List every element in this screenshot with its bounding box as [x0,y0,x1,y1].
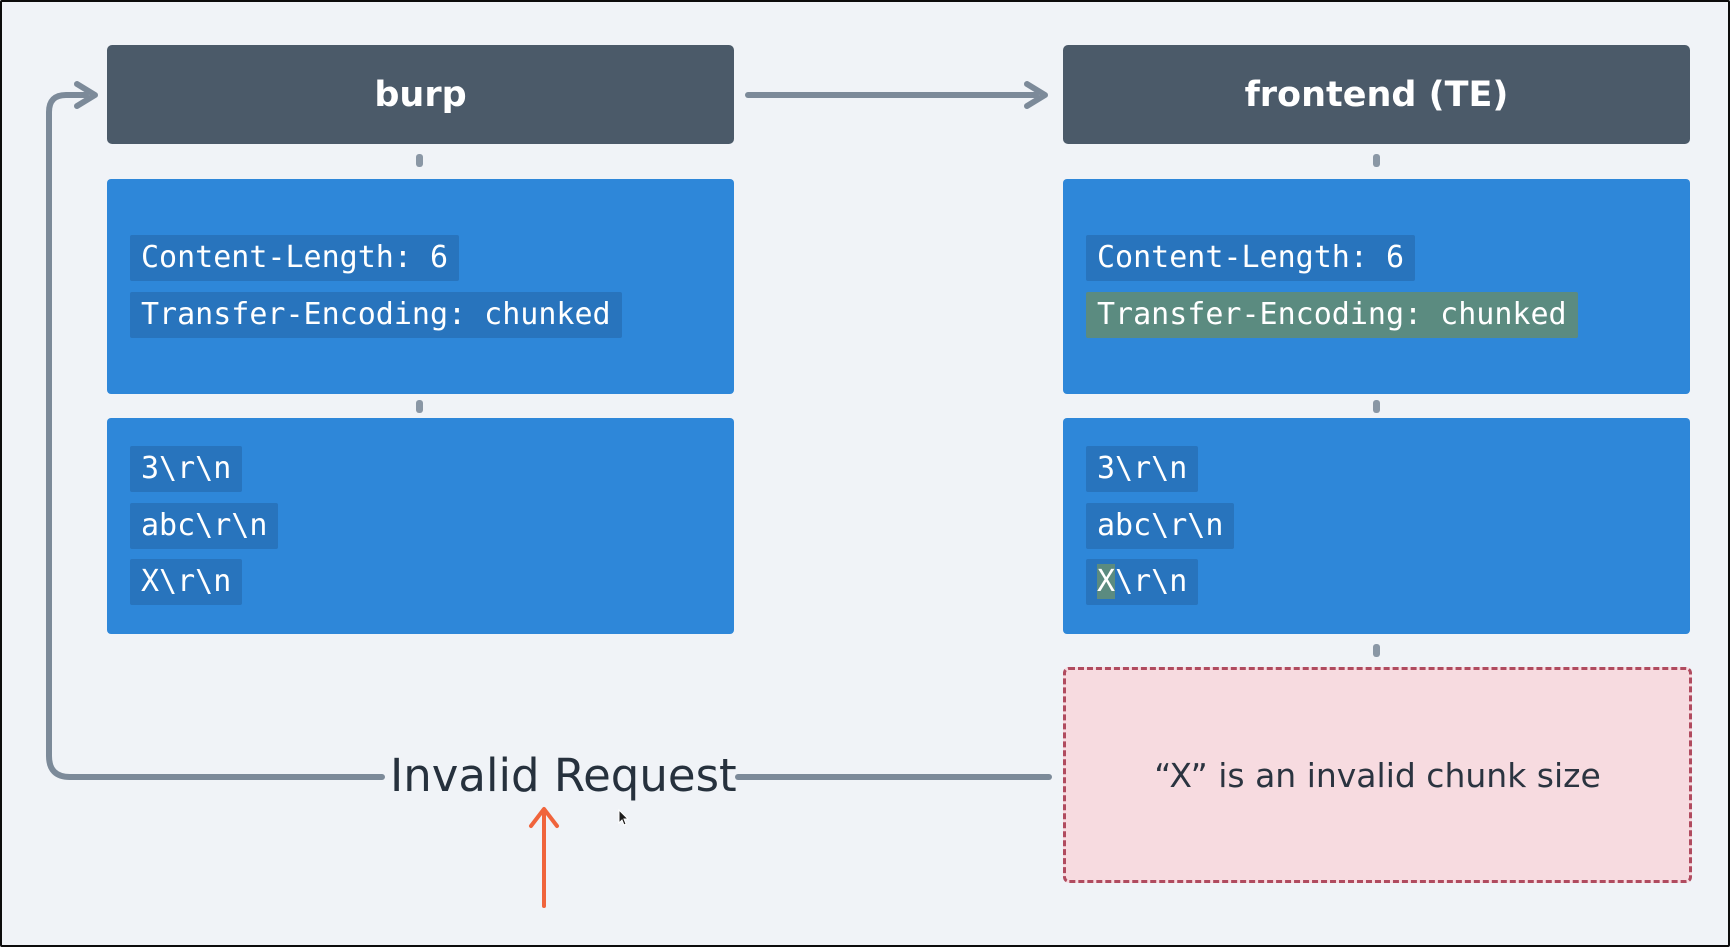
frontend-body-line-1: 3\r\n [1086,446,1199,492]
frontend-body-panel: 3\r\n abc\r\n X\r\n [1063,418,1690,634]
burp-body-panel: 3\r\n abc\r\n X\r\n [107,418,734,634]
burp-title: burp [374,74,467,115]
frontend-connector-dot-1 [1373,154,1380,167]
burp-header: burp [107,45,734,144]
frontend-header: frontend (TE) [1063,45,1690,144]
frontend-body-line-3: X\r\n [1086,559,1199,605]
burp-body-line-2: abc\r\n [130,503,279,549]
frontend-header-transfer-encoding-highlighted: Transfer-Encoding: chunked [1086,292,1578,338]
burp-connector-dot-1 [416,154,423,167]
frontend-body-line-2: abc\r\n [1086,503,1235,549]
burp-headers-panel: Content-Length: 6 Transfer-Encoding: chu… [107,179,734,394]
burp-body-line-3: X\r\n [130,559,243,605]
frontend-title: frontend (TE) [1244,74,1509,115]
frontend-body-line-3-rest: \r\n [1115,564,1188,599]
frontend-headers-panel: Content-Length: 6 Transfer-Encoding: chu… [1063,179,1690,394]
frontend-header-content-length: Content-Length: 6 [1086,235,1416,281]
burp-header-transfer-encoding: Transfer-Encoding: chunked [130,292,622,338]
error-box: “X” is an invalid chunk size [1063,667,1692,883]
burp-body-line-1: 3\r\n [130,446,243,492]
frontend-connector-dot-3 [1373,644,1380,657]
invalid-request-label: Invalid Request [390,749,737,802]
invalid-chunk-size-highlight: X [1097,564,1116,599]
error-message: “X” is an invalid chunk size [1154,755,1601,795]
burp-header-content-length: Content-Length: 6 [130,235,460,281]
burp-connector-dot-2 [416,400,423,413]
frontend-connector-dot-2 [1373,400,1380,413]
